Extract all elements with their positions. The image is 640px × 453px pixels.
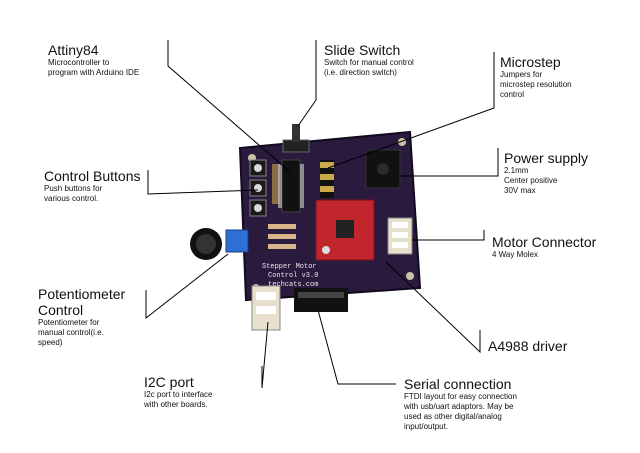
potentiometer-desc-line: speed)	[38, 338, 63, 347]
serial-title: Serial connection	[404, 376, 512, 392]
a4988-board	[315, 199, 375, 261]
attiny84-desc-line: program with Arduino IDE	[48, 68, 140, 77]
leader-serial	[317, 309, 396, 385]
power-supply-desc-line: 2.1mm	[504, 166, 529, 175]
potentiometer	[190, 228, 249, 260]
power-jack	[365, 149, 401, 189]
potentiometer-title-line: Potentiometer	[38, 286, 126, 302]
push-buttons	[249, 159, 280, 217]
leader-pot	[145, 253, 229, 320]
leader-attiny	[167, 40, 291, 173]
leader-lines	[145, 40, 499, 389]
control-buttons-title: Control Buttons	[44, 168, 141, 184]
microstep-desc-line: microstep resolution	[500, 80, 572, 89]
a4988-title: A4988 driver	[488, 338, 568, 354]
label-control-buttons: Control Buttons Push buttons for various…	[44, 168, 141, 204]
potentiometer-desc-line: Potentiometer for	[38, 318, 100, 327]
label-microstep: Microstep Jumpers for microstep resoluti…	[500, 54, 572, 100]
serial-desc-line: input/output.	[404, 422, 449, 431]
control-buttons-desc-line: Push buttons for	[44, 184, 103, 193]
slide-switch-title: Slide Switch	[324, 42, 401, 58]
slide-switch-desc-line: (i.e. direction switch)	[324, 68, 397, 77]
label-motor-connector: Motor Connector 4 Way Molex	[492, 234, 596, 260]
label-slide-switch: Slide Switch Switch for manual control (…	[324, 42, 414, 78]
label-serial-connection: Serial connection FTDI layout for easy c…	[404, 376, 517, 432]
label-a4988-driver: A4988 driver	[488, 338, 567, 354]
attiny84-title: Attiny84	[48, 42, 99, 58]
potentiometer-title-line: Control	[38, 302, 84, 318]
serial-desc-line: FTDI layout for easy connection	[404, 392, 517, 401]
microstep-jumpers	[320, 160, 334, 198]
leader-i2c	[261, 321, 269, 389]
label-power-supply: Power supply 2.1mm Center positive 30V m…	[504, 150, 588, 196]
silkscreen-line: Control v3.0	[268, 272, 318, 280]
power-supply-desc-line: Center positive	[504, 176, 558, 185]
attiny84-desc-line: Microcontroller to	[48, 58, 110, 67]
serial-desc-line: used as other digital/analog	[404, 412, 502, 421]
microstep-desc-line: control	[500, 90, 525, 99]
power-supply-desc-line: 30V max	[504, 186, 536, 195]
motor-connector-desc-line: 4 Way Molex	[492, 250, 538, 259]
attiny-chip	[278, 159, 304, 213]
slide-switch-desc-line: Switch for manual control	[324, 58, 414, 67]
motor-connector-title: Motor Connector	[492, 234, 597, 250]
label-i2c-port: I2C port I2c port to interface with othe…	[144, 374, 212, 410]
mount-hole	[406, 272, 414, 280]
motor-molex	[387, 217, 413, 255]
power-supply-title: Power supply	[504, 150, 589, 166]
i2c-desc-line: I2c port to interface	[144, 390, 213, 399]
leader-microstep	[327, 52, 495, 169]
leader-a4988	[385, 261, 481, 354]
microstep-desc-line: Jumpers for	[500, 70, 543, 79]
slide-switch	[282, 124, 310, 153]
control-buttons-desc-line: various control.	[44, 194, 99, 203]
serial-desc-line: with usb/uart adaptors. May be	[404, 402, 514, 411]
label-attiny84: Attiny84 Microcontroller to program with…	[48, 42, 139, 78]
leader-power	[400, 148, 499, 177]
silkscreen-line: techcats.com	[268, 281, 318, 289]
leader-motor	[412, 230, 485, 241]
silkscreen-line: Stepper Motor	[262, 263, 317, 271]
resistors	[268, 224, 296, 249]
i2c-connector	[251, 285, 281, 331]
potentiometer-desc-line: manual control(i.e.	[38, 328, 104, 337]
circuit-board: Stepper Motor Control v3.0 techcats.com	[190, 124, 422, 331]
leader-slide	[297, 40, 317, 127]
leader-control	[147, 170, 259, 195]
microstep-title: Microstep	[500, 54, 561, 70]
ftdi-header	[294, 288, 348, 312]
label-potentiometer: Potentiometer Control Potentiometer for …	[38, 286, 125, 348]
i2c-desc-line: with other boards.	[144, 400, 208, 409]
i2c-title: I2C port	[144, 374, 194, 390]
